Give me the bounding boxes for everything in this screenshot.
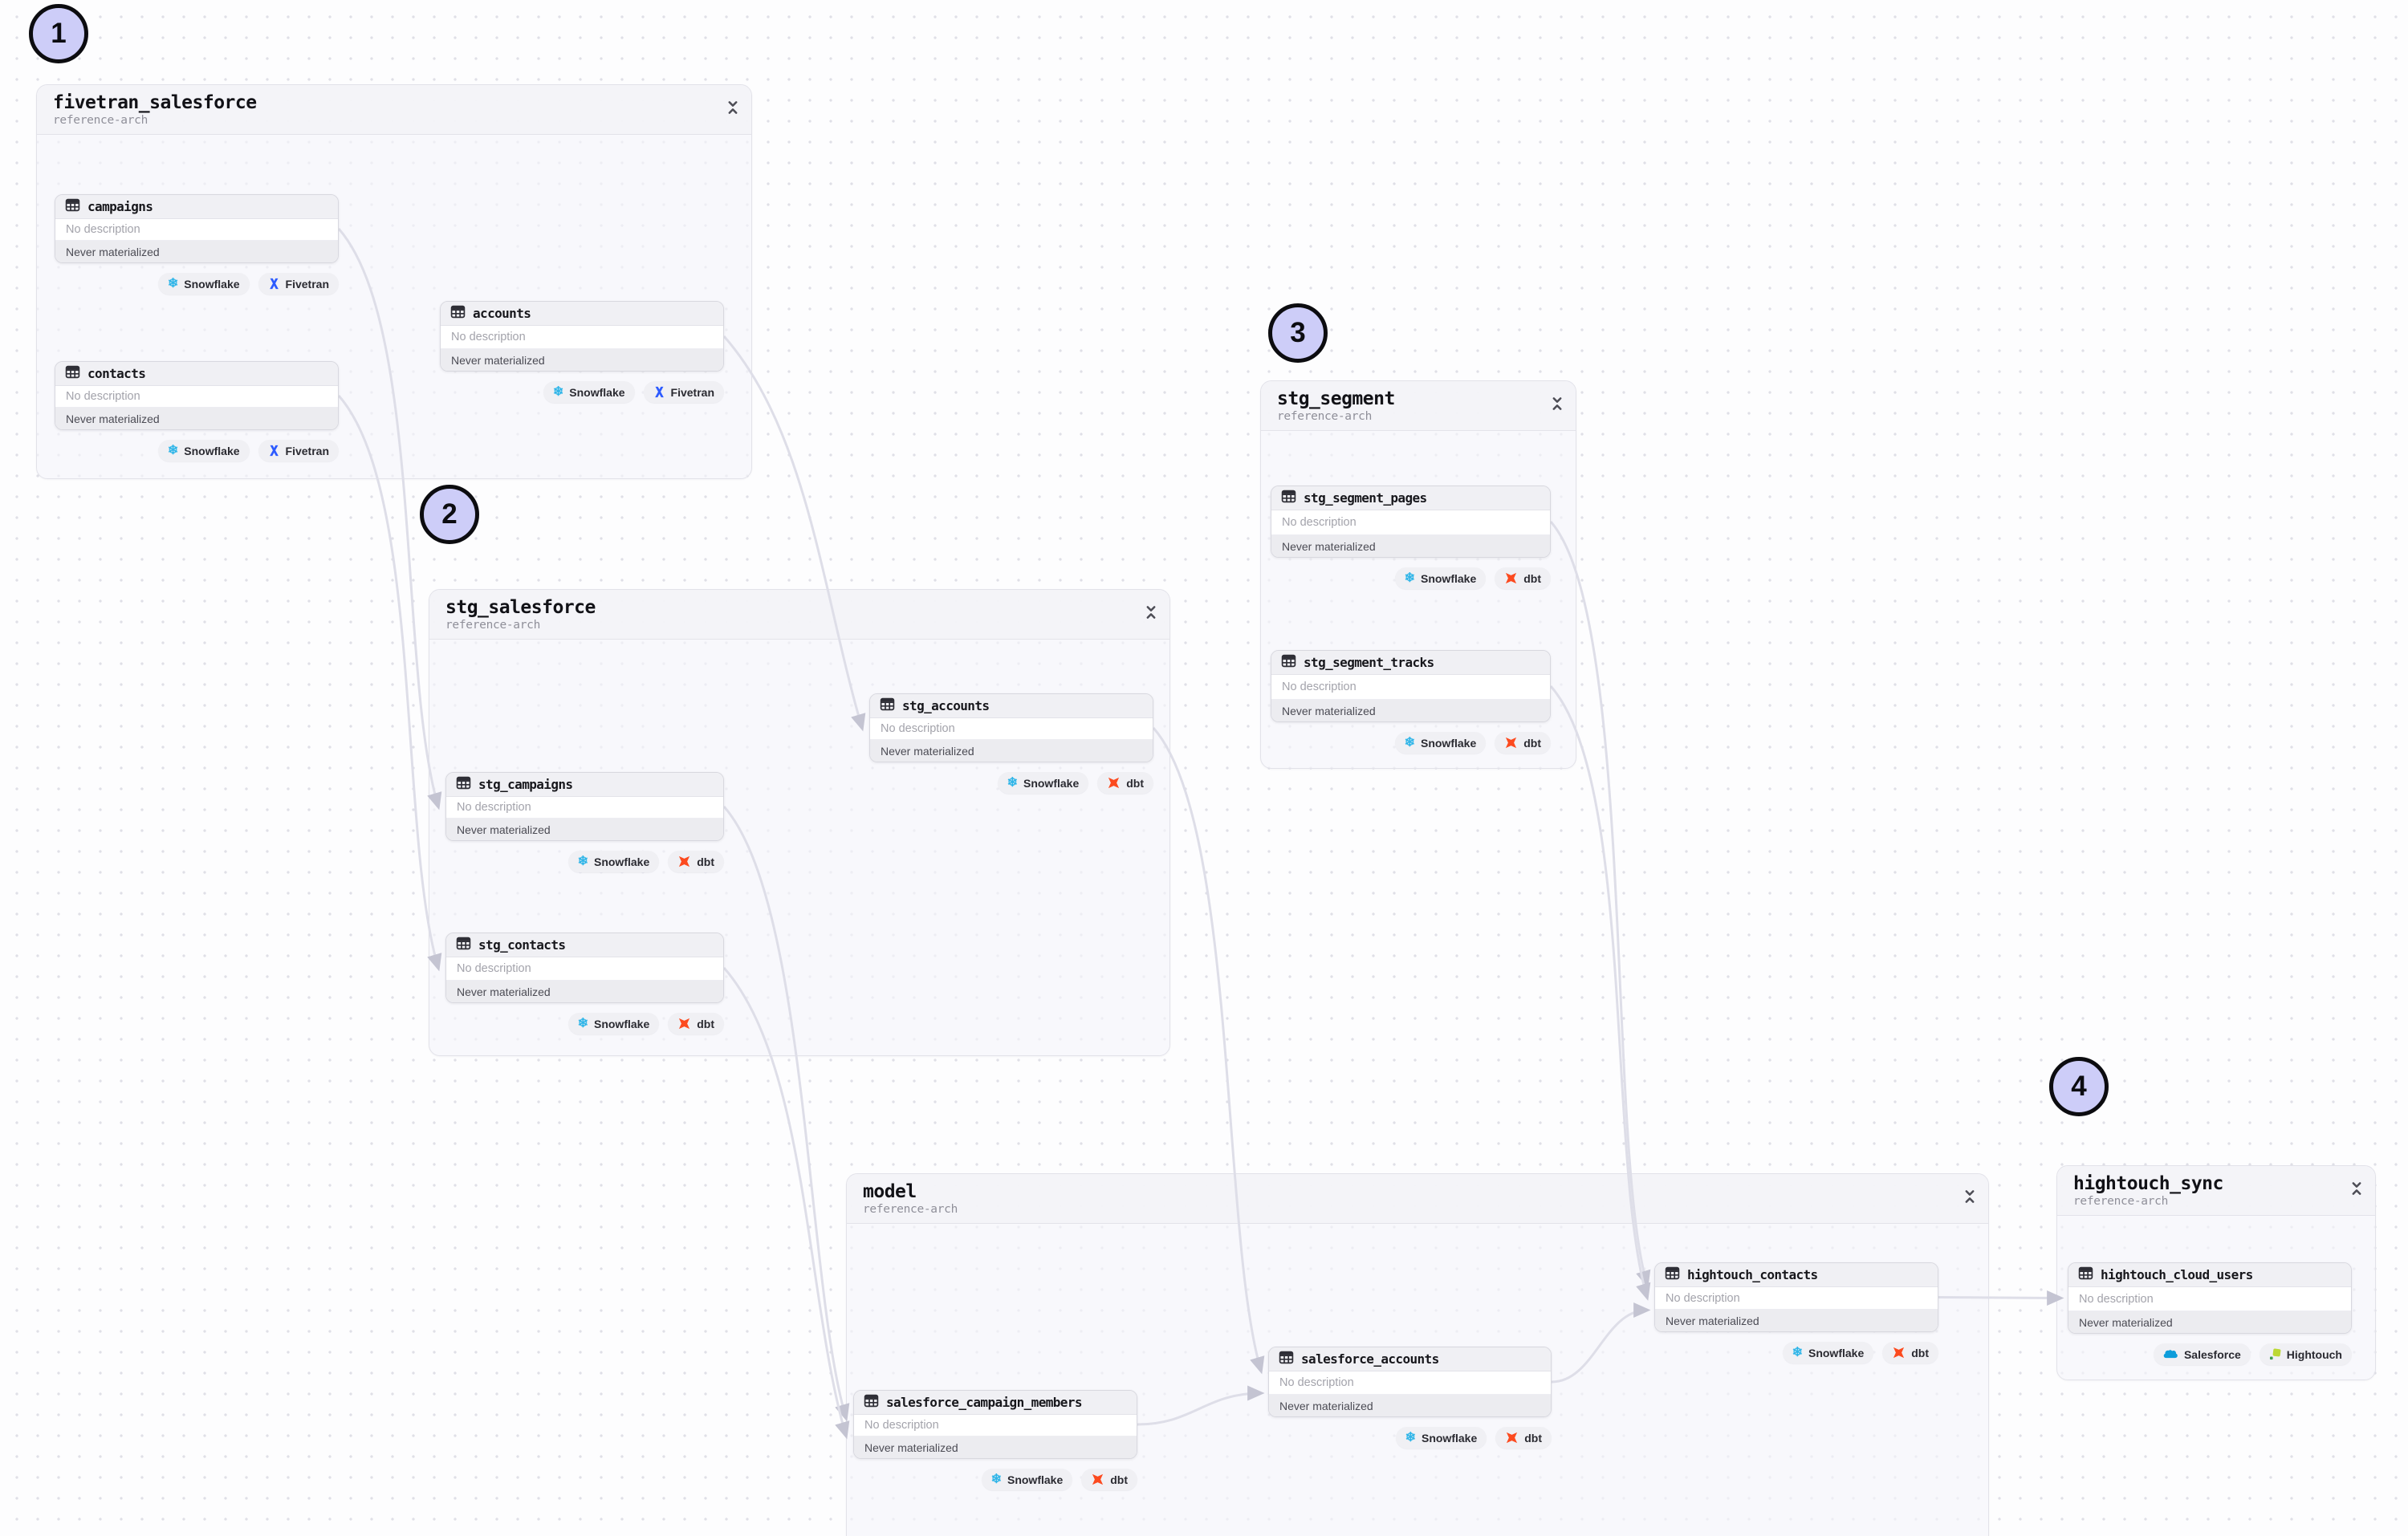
group-title: stg_segment (1277, 388, 1395, 409)
group-subtitle: reference-arch (863, 1203, 958, 1217)
node-name: hightouch_contacts (1687, 1267, 1818, 1282)
node-description: No description (870, 718, 1153, 740)
node-description: No description (1271, 510, 1550, 535)
node-description: No description (1271, 675, 1550, 700)
node-materialization: Never materialized (870, 740, 1153, 762)
node-header: accounts (441, 302, 723, 326)
table-icon (880, 697, 895, 716)
group-subtitle: reference-arch (445, 619, 541, 632)
node-name: salesforce_accounts (1301, 1351, 1439, 1367)
node-materialization: Never materialized (55, 241, 338, 262)
node-name: accounts (473, 306, 531, 321)
table-icon (1281, 653, 1296, 673)
collapse-vertical-icon (1962, 1190, 1978, 1209)
node-description: No description (1655, 1287, 1938, 1310)
collapse-group-button[interactable] (1961, 1187, 1979, 1208)
collapse-group-button[interactable] (1548, 394, 1566, 415)
node-name: stg_segment_tracks (1304, 655, 1434, 670)
table-icon (1281, 489, 1296, 508)
group-subtitle: reference-arch (53, 114, 148, 128)
group-subtitle: reference-arch (2073, 1195, 2169, 1209)
node-name: contacts (87, 366, 146, 381)
node-materialization: Never materialized (854, 1436, 1137, 1458)
node-description: No description (446, 797, 723, 819)
node-name: stg_campaigns (478, 777, 573, 792)
node-materialization: Never materialized (1269, 1395, 1551, 1416)
collapse-vertical-icon (2349, 1182, 2365, 1201)
table-icon (450, 304, 466, 323)
group-title: stg_salesforce (445, 597, 596, 618)
node-name: stg_contacts (478, 937, 566, 953)
node-name: campaigns (87, 199, 153, 214)
table-icon (456, 936, 471, 955)
node-name: salesforce_campaign_members (886, 1395, 1082, 1410)
node-materialization: Never materialized (441, 349, 723, 371)
node-header: stg_segment_pages (1271, 486, 1550, 510)
node-header: stg_accounts (870, 694, 1153, 718)
group-title: model (863, 1181, 917, 1202)
node-header: campaigns (55, 195, 338, 219)
node-description: No description (2068, 1287, 2351, 1311)
group-subtitle: reference-arch (1277, 410, 1373, 424)
node-materialization: Never materialized (446, 981, 723, 1002)
node-materialization: Never materialized (1655, 1310, 1938, 1331)
node-name: stg_accounts (902, 698, 990, 713)
node-materialization: Never materialized (55, 408, 338, 429)
node-name: stg_segment_pages (1304, 490, 1427, 506)
node-header: salesforce_campaign_members (854, 1391, 1137, 1415)
collapse-group-button[interactable] (724, 98, 742, 119)
node-materialization: Never materialized (2068, 1311, 2351, 1333)
table-icon (456, 775, 471, 794)
group-title: fivetran_salesforce (53, 92, 257, 113)
table-icon (1665, 1266, 1680, 1285)
node-header: contacts (55, 362, 338, 386)
node-description: No description (854, 1415, 1137, 1436)
node-header: hightouch_contacts (1655, 1263, 1938, 1287)
collapse-vertical-icon (725, 101, 741, 120)
node-materialization: Never materialized (446, 819, 723, 840)
collapse-vertical-icon (1143, 606, 1159, 624)
node-header: stg_segment_tracks (1271, 651, 1550, 675)
collapse-vertical-icon (1549, 397, 1565, 416)
collapse-group-button[interactable] (2348, 1179, 2365, 1200)
node-description: No description (1269, 1371, 1551, 1395)
node-description: No description (441, 326, 723, 349)
node-header: stg_contacts (446, 933, 723, 957)
table-icon (2078, 1266, 2093, 1285)
table-icon (864, 1393, 879, 1412)
table-icon (65, 364, 80, 384)
node-description: No description (446, 957, 723, 981)
collapse-group-button[interactable] (1142, 603, 1160, 624)
node-description: No description (55, 219, 338, 241)
table-icon (65, 197, 80, 217)
node-name: hightouch_cloud_users (2101, 1267, 2253, 1282)
node-header: hightouch_cloud_users (2068, 1263, 2351, 1287)
node-materialization: Never materialized (1271, 700, 1550, 721)
node-materialization: Never materialized (1271, 535, 1550, 557)
node-description: No description (55, 386, 338, 408)
node-header: stg_campaigns (446, 773, 723, 797)
node-header: salesforce_accounts (1269, 1347, 1551, 1371)
group-title: hightouch_sync (2073, 1173, 2223, 1194)
node-salesforce_campaign_members[interactable]: salesforce_campaign_members No descriptio… (853, 1390, 1137, 1459)
table-icon (1279, 1350, 1294, 1369)
